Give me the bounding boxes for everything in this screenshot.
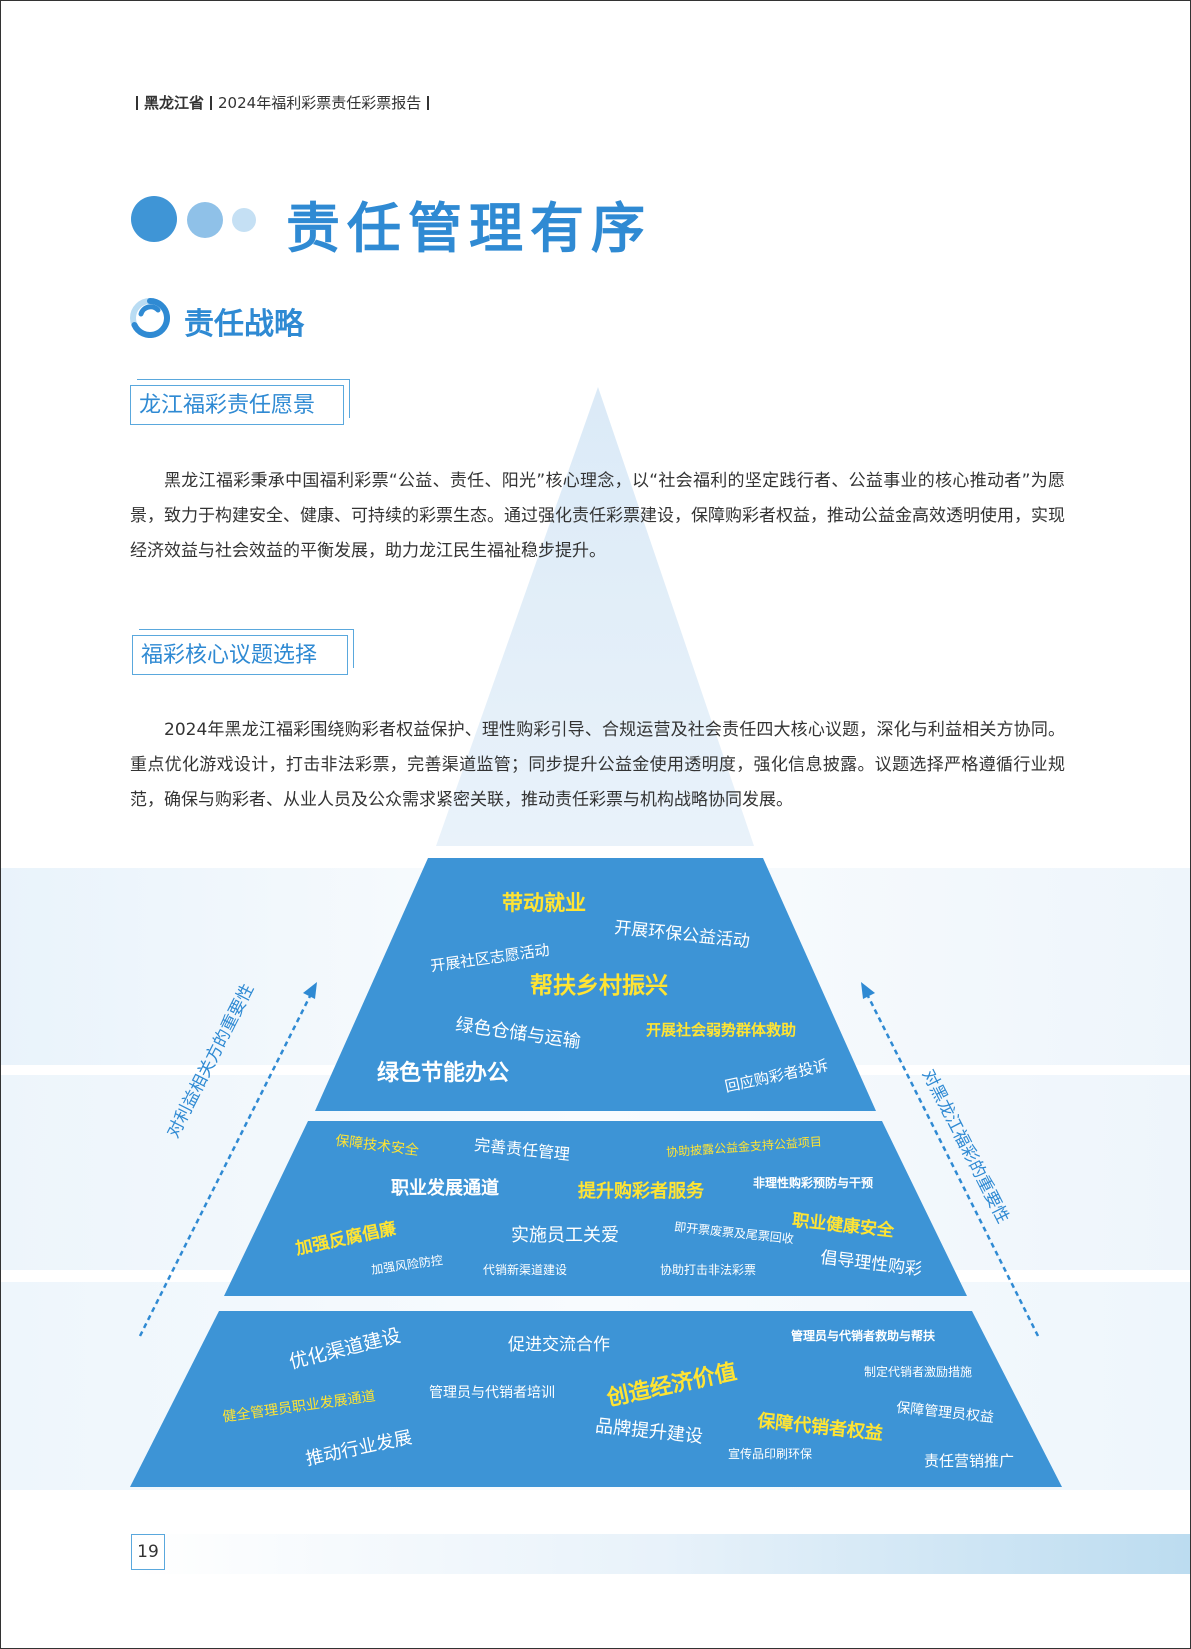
section-title: 责任战略: [184, 307, 304, 342]
swirl-icon: [130, 298, 170, 338]
pyramid-topic: 管理员与代销者救助与帮扶: [791, 1329, 936, 1343]
header-divider: [136, 96, 138, 110]
topics-paragraph: 2024年黑龙江福彩围绕购彩者权益保护、理性购彩引导、合规运营及社会责任四大核心…: [130, 720, 1065, 810]
pyramid-topic: 职业发展通道: [391, 1178, 499, 1199]
vision-paragraph: 黑龙江福彩秉承中国福利彩票“公益、责任、阳光”核心理念，以“社会福利的坚定践行者…: [130, 471, 1065, 561]
header-province: 黑龙江省: [144, 94, 205, 112]
page-number: 19: [131, 1534, 165, 1570]
pyramid-topic: 协助打击非法彩票: [660, 1263, 757, 1277]
pyramid-tier-top: [315, 858, 876, 1111]
running-header: 黑龙江省 2024年福利彩票责任彩票报告: [130, 92, 435, 113]
pyramid-topic: 绿色节能办公: [377, 1061, 510, 1086]
pyramid-topic: 帮扶乡村振兴: [530, 973, 668, 999]
dot-medium: [187, 202, 223, 238]
pyramid-topic: 提升购彩者服务: [578, 1181, 704, 1202]
pyramid-topic: 非理性购彩预防与干预: [753, 1176, 874, 1190]
dot-small: [232, 208, 256, 232]
pyramid-tier-bottom: [130, 1311, 1062, 1487]
pyramid-topic: 代销新渠道建设: [483, 1263, 568, 1277]
pyramid-topic: 带动就业: [502, 891, 586, 915]
pyramid-topic: 管理员与代销者培训: [429, 1385, 555, 1401]
pyramid-topic: 责任营销推广: [924, 1452, 1015, 1470]
header-divider: [427, 96, 430, 110]
pyramid-topic: 开展社会弱势群体救助: [646, 1021, 797, 1039]
dot-large: [131, 196, 177, 242]
header-divider: [210, 96, 213, 110]
header-report-title: 2024年福利彩票责任彩票报告: [218, 94, 422, 112]
pyramid-topic: 宣传品印刷环保: [728, 1447, 813, 1461]
vision-heading: 龙江福彩责任愿景: [130, 379, 350, 425]
pyramid-tier-middle: [224, 1121, 967, 1296]
pyramid-topic: 制定代销者激励措施: [864, 1365, 973, 1379]
topics-heading: 福彩核心议题选择: [132, 629, 354, 675]
pyramid-topic: 实施员工关爱: [511, 1225, 619, 1246]
right-dashed-arrow: [861, 982, 1040, 1337]
chapter-title: 责任管理有序: [286, 196, 652, 260]
pyramid-topic: 促进交流合作: [508, 1335, 610, 1355]
left-dashed-arrow: [138, 982, 317, 1337]
footer-gradient-bar: [130, 1534, 1191, 1574]
